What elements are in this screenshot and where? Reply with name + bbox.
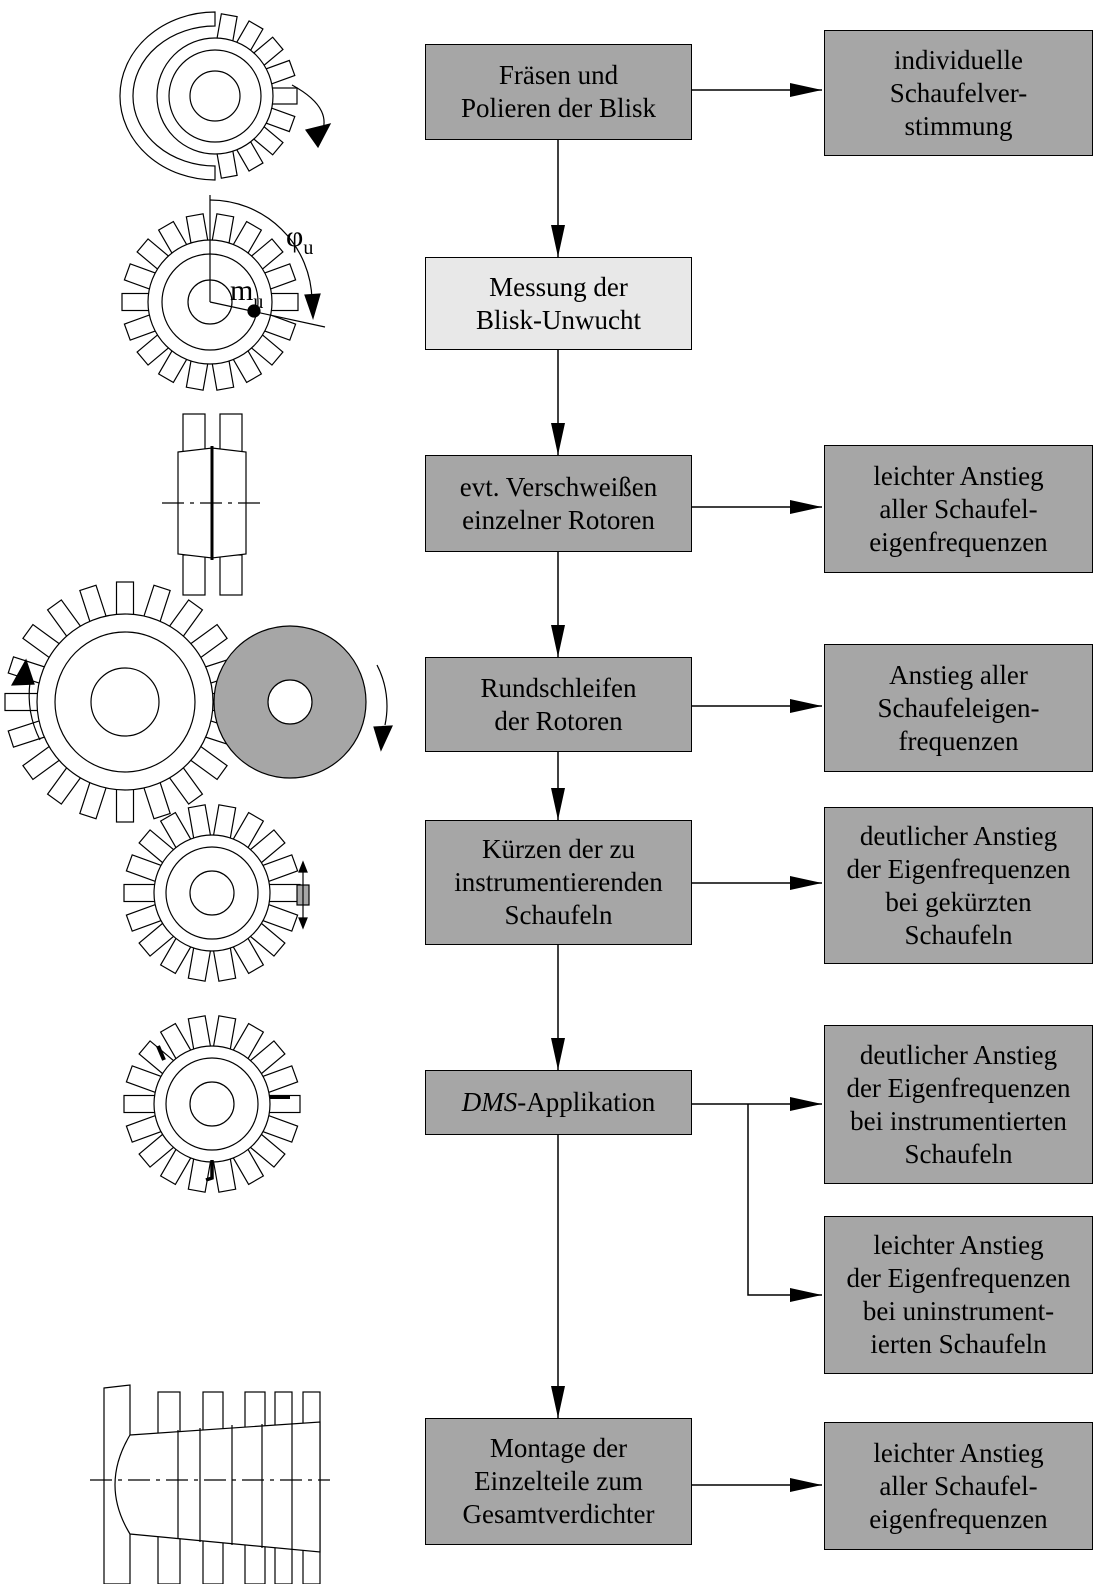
dms-abbrev: DMS [461,1087,518,1117]
effect-instrumented-blades: deutlicher Anstieg der Eigenfrequenzen b… [824,1025,1093,1184]
effect-line: der Eigenfrequenzen [846,853,1071,884]
step-line: Gesamtverdichter [462,1499,655,1529]
effect-line: leichter Anstieg [873,1437,1044,1468]
unbalance-illustration: φu mu [121,195,326,391]
effect-line: aller Schaufel- [879,493,1038,524]
step-line: Einzelteile zum [474,1466,643,1496]
effect-slight-increase-all: leichter Anstieg aller Schaufel- eigenfr… [824,445,1093,573]
shortening-illustration [123,804,310,982]
svg-text:φu: φu [286,220,313,259]
step-line: Montage der [489,1433,628,1463]
welding-illustration [162,413,262,596]
effect-line: bei uninstrument- [862,1296,1055,1326]
effect-line: frequenzen [898,725,1019,756]
effect-line: ierten Schaufeln [870,1329,1047,1359]
effect-line: Schaufelver- [889,77,1028,108]
effect-increase-all: Anstieg aller Schaufeleigen- frequenzen [824,644,1093,772]
step-unbalance-measurement: Messung der Blisk-Unwucht [425,257,692,350]
effect-line: Anstieg aller [889,659,1028,690]
effect-line: leichter Anstieg [873,460,1044,491]
effect-line: aller Schaufel- [879,1470,1038,1501]
effect-line: bei gekürzten [885,886,1032,917]
step-line: evt. Verschweißen [459,471,658,502]
step-line: der Rotoren [494,705,623,736]
step-line: DMS-Applikation [462,1086,655,1119]
step-dms-application: DMS-Applikation [425,1070,692,1135]
effect-line: Schaufeln [904,1138,1013,1169]
arrow-step6-effect6 [747,1104,822,1302]
effect-line: der Eigenfrequenzen [846,1072,1071,1103]
step-line: Rundschleifen [480,672,637,703]
effect-line: eigenfrequenzen [869,1503,1048,1534]
effect-line: individuelle [894,44,1023,75]
step-line: Polieren der Blisk [461,93,656,123]
step-grinding: Rundschleifen der Rotoren [425,657,692,752]
step-line: Schaufeln [504,900,613,930]
step-line: einzelner Rotoren [462,504,655,535]
effect-shortened-blades: deutlicher Anstieg der Eigenfrequenzen b… [824,807,1093,964]
grinding-illustration [4,581,393,823]
effect-line: der Eigenfrequenzen [846,1263,1071,1293]
milling-illustration [119,11,332,181]
effect-line: deutlicher Anstieg [859,1039,1058,1070]
effect-line: Schaufeleigen- [877,692,1040,723]
step-line: Messung der [489,271,628,302]
dms-suffix: -Applikation [517,1087,656,1117]
step-milling-polishing: Fräsen und Polieren der Blisk [425,44,692,140]
step-line: Kürzen der zu [482,834,635,864]
effect-individual-mistuning: individuelle Schaufelver- stimmung [824,30,1093,156]
step-line: Blisk-Unwucht [476,304,641,335]
step-line: instrumentierenden [454,867,663,897]
effect-line: Schaufeln [904,919,1013,950]
effect-line: eigenfrequenzen [869,526,1048,557]
step-line: Fräsen und [498,60,619,90]
effect-uninstrumented-blades: leichter Anstieg der Eigenfrequenzen bei… [824,1216,1093,1374]
flow-connectors [551,83,822,1492]
effect-line: deutlicher Anstieg [859,820,1058,851]
effect-line: stimmung [904,110,1013,141]
step-welding: evt. Verschweißen einzelner Rotoren [425,455,692,552]
effect-assembly-increase: leichter Anstieg aller Schaufel- eigenfr… [824,1422,1093,1550]
effect-line: bei instrumentierten [850,1105,1067,1136]
step-assembly: Montage der Einzelteile zum Gesamtverdic… [425,1418,692,1545]
strain-gauge-illustration [123,1015,301,1193]
svg-text:mu: mu [230,274,263,313]
compressor-illustration [90,1384,330,1584]
effect-line: leichter Anstieg [873,1230,1044,1260]
step-blade-shortening: Kürzen der zu instrumentierenden Schaufe… [425,820,692,945]
